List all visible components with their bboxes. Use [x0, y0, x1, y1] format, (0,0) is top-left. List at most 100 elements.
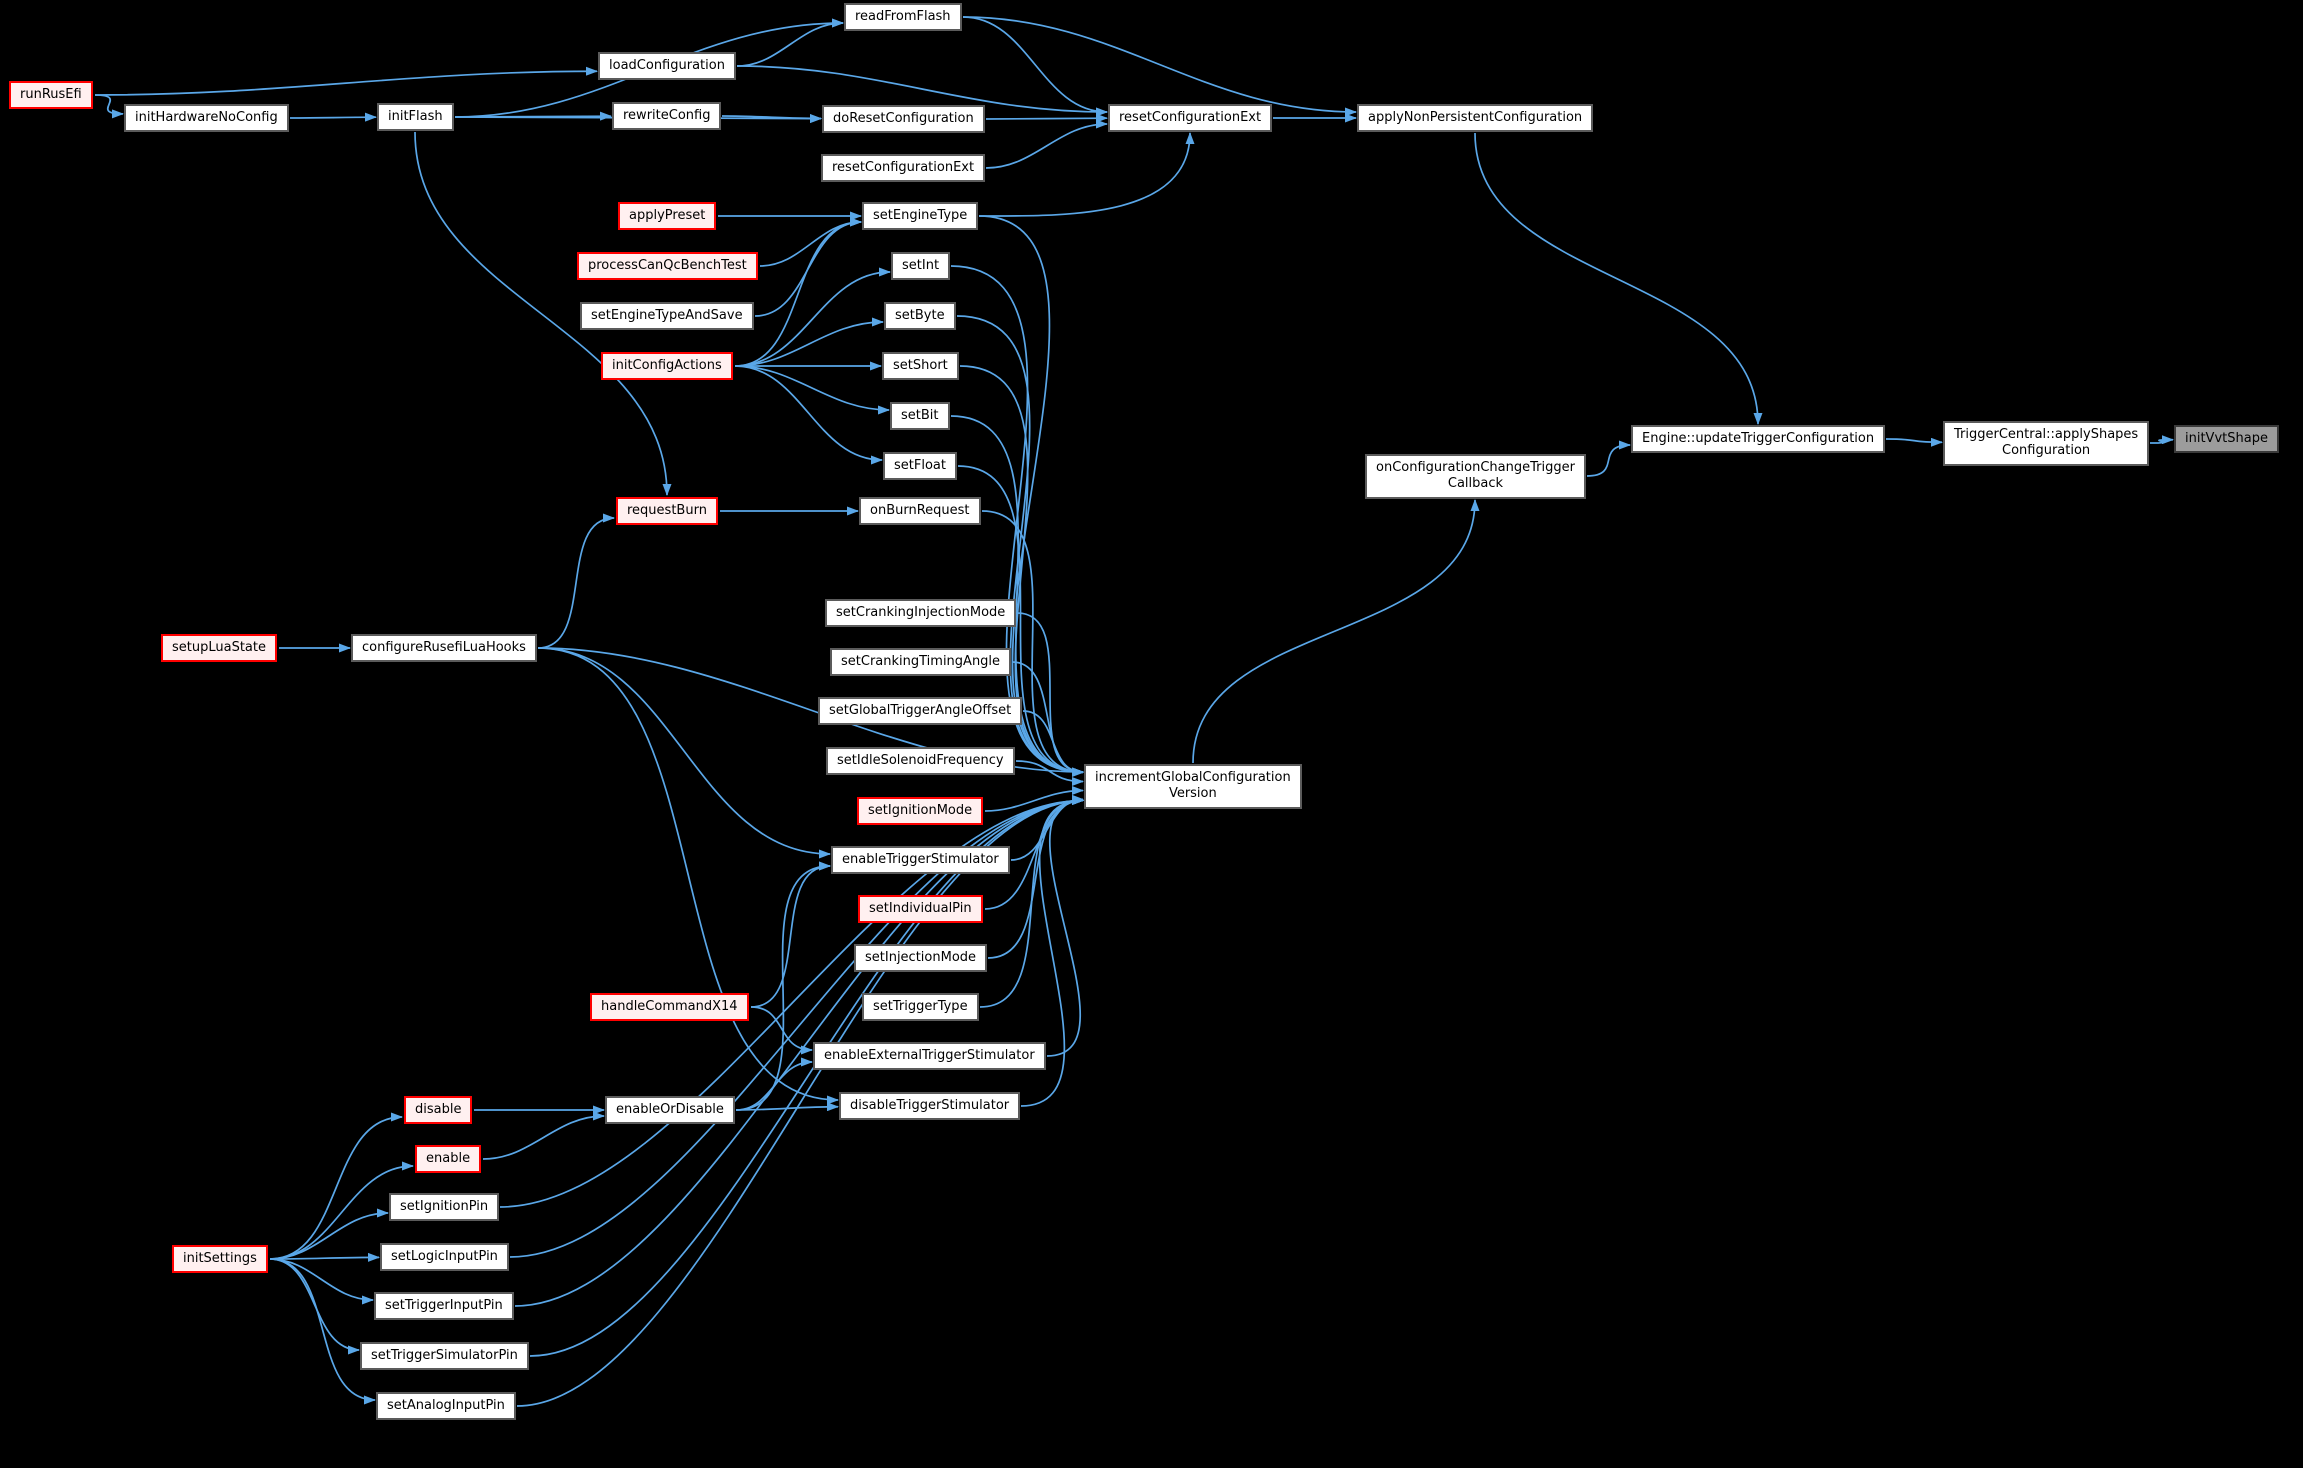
edge-initFlash--requestBurn — [414, 131, 672, 496]
node-enable[interactable]: enable — [415, 1145, 482, 1174]
node-resetConfigurationExt[interactable]: resetConfigurationExt — [1109, 105, 1272, 132]
edge-enableExternalTriggerStimulator--incrementGlobalConfigurationVersion — [1046, 796, 1084, 1057]
node-setByte[interactable]: setByte — [885, 303, 955, 330]
node-onConfigurationChangeTriggerCallback[interactable]: onConfigurationChangeTrigger Callback — [1366, 455, 1585, 498]
edge-Engine-updateTriggerConfiguration--TriggerCentral-applyShapesConfiguration — [1885, 437, 1943, 447]
edge-loadConfiguration--resetConfigurationExt — [736, 65, 1108, 117]
node-initFlash[interactable]: initFlash — [378, 104, 453, 131]
node-readFromFlash[interactable]: readFromFlash — [845, 4, 961, 31]
edge-initSettings--setLogicInputPin — [269, 1252, 380, 1262]
edge-initHardwareNoConfig--initFlash — [289, 112, 377, 122]
edge-readFromFlash--resetConfigurationExt — [962, 16, 1108, 117]
node-setTriggerSimulatorPin[interactable]: setTriggerSimulatorPin — [361, 1343, 528, 1370]
edge-setEngineType--resetConfigurationExt — [978, 132, 1195, 217]
node-applyNonPersistentConfiguration[interactable]: applyNonPersistentConfiguration — [1358, 105, 1593, 132]
node-enableExternalTriggerStimulator[interactable]: enableExternalTriggerStimulator — [814, 1043, 1045, 1070]
edge-incrementGlobalConfigurationVersion--onConfigurationChangeTriggerCallback — [1192, 499, 1480, 764]
edge-TriggerCentral-applyShapesConfiguration--initVvtShape — [2149, 435, 2174, 445]
edge-initSettings--setTriggerInputPin — [269, 1258, 374, 1305]
edge-doResetConfiguration--resetConfigurationExt — [985, 113, 1108, 123]
node-runRusEfi[interactable]: runRusEfi — [9, 81, 93, 110]
node-setBit[interactable]: setBit — [891, 403, 949, 430]
edge-setAnalogInputPin--incrementGlobalConfigurationVersion — [516, 796, 1084, 1407]
node-processCanQcBenchTest[interactable]: processCanQcBenchTest — [577, 252, 758, 281]
edge-initConfigActions--setByte — [734, 317, 884, 367]
edge-rewriteConfig--doResetConfiguration — [721, 113, 822, 123]
edge-setCrankingInjectionMode--incrementGlobalConfigurationVersion — [1016, 612, 1084, 777]
node-setEngineTypeAndSave[interactable]: setEngineTypeAndSave — [581, 303, 753, 330]
edge-setTriggerType--incrementGlobalConfigurationVersion — [979, 796, 1084, 1008]
edge-handleCommandX14--enableTriggerStimulator — [750, 861, 831, 1008]
edge-initConfigActions--setFloat — [734, 365, 883, 465]
edge-loadConfiguration--readFromFlash — [736, 18, 844, 67]
node-disableTriggerStimulator[interactable]: disableTriggerStimulator — [840, 1093, 1020, 1120]
edge-setFloat--incrementGlobalConfigurationVersion — [957, 465, 1084, 777]
node-doResetConfiguration[interactable]: doResetConfiguration — [823, 106, 984, 133]
node-setCrankingTimingAngle[interactable]: setCrankingTimingAngle — [831, 649, 1011, 676]
edge-resetConfigurationExt2--resetConfigurationExt — [985, 119, 1108, 169]
node-setInt[interactable]: setInt — [892, 253, 950, 280]
edge-initConfigActions--setInt — [734, 267, 891, 367]
edge-initSettings--setIgnitionPin — [269, 1208, 389, 1260]
edge-onConfigurationChangeTriggerCallback--Engine-updateTriggerConfiguration — [1586, 440, 1631, 477]
node-setCrankingInjectionMode[interactable]: setCrankingInjectionMode — [826, 600, 1016, 627]
node-initConfigActions[interactable]: initConfigActions — [601, 352, 733, 381]
edge-initConfigActions--setBit — [734, 365, 890, 415]
node-resetConfigurationExt2[interactable]: resetConfigurationExt — [822, 155, 985, 182]
node-configureRusefiLuaHooks[interactable]: configureRusefiLuaHooks — [352, 635, 536, 662]
edge-initSettings--setAnalogInputPin — [269, 1258, 376, 1405]
node-setIgnitionMode[interactable]: setIgnitionMode — [857, 797, 984, 826]
edge-setShort--incrementGlobalConfigurationVersion — [959, 365, 1084, 777]
edge-disableTriggerStimulator--incrementGlobalConfigurationVersion — [1020, 796, 1084, 1107]
node-handleCommandX14[interactable]: handleCommandX14 — [590, 993, 749, 1022]
edge-setIgnitionMode--incrementGlobalConfigurationVersion — [984, 786, 1084, 812]
node-incrementGlobalConfigurationVersion[interactable]: incrementGlobalConfiguration Version — [1085, 765, 1301, 808]
node-applyPreset[interactable]: applyPreset — [618, 202, 717, 231]
edge-readFromFlash--applyNonPersistentConfiguration — [962, 16, 1357, 117]
edge-processCanQcBenchTest--setEngineType — [759, 217, 862, 267]
node-setIgnitionPin[interactable]: setIgnitionPin — [390, 1194, 499, 1221]
node-loadConfiguration[interactable]: loadConfiguration — [599, 53, 735, 80]
edge-onBurnRequest--incrementGlobalConfigurationVersion — [981, 510, 1084, 777]
node-setEngineType[interactable]: setEngineType — [863, 203, 978, 230]
node-setFloat[interactable]: setFloat — [884, 453, 956, 480]
node-disable[interactable]: disable — [404, 1096, 473, 1125]
node-enableOrDisable[interactable]: enableOrDisable — [606, 1097, 734, 1124]
edge-configureRusefiLuaHooks--enableTriggerStimulator — [537, 647, 831, 859]
node-onBurnRequest[interactable]: onBurnRequest — [860, 498, 980, 525]
edge-setIdleSolenoidFrequency--incrementGlobalConfigurationVersion — [1015, 760, 1084, 786]
node-enableTriggerStimulator[interactable]: enableTriggerStimulator — [832, 847, 1009, 874]
edge-initSettings--disable — [269, 1112, 403, 1260]
edge-initConfigActions--setEngineType — [734, 217, 862, 367]
node-initSettings[interactable]: initSettings — [172, 1245, 268, 1274]
edge-runRusEfi--initHardwareNoConfig — [94, 94, 124, 119]
node-setAnalogInputPin[interactable]: setAnalogInputPin — [377, 1393, 515, 1420]
edge-configureRusefiLuaHooks--requestBurn — [537, 513, 615, 649]
node-setInjectionMode[interactable]: setInjectionMode — [855, 945, 987, 972]
edge-runRusEfi--loadConfiguration — [94, 66, 598, 96]
edge-setTriggerInputPin--incrementGlobalConfigurationVersion — [514, 796, 1084, 1307]
edge-setEngineType--incrementGlobalConfigurationVersion — [978, 215, 1084, 777]
edge-setByte--incrementGlobalConfigurationVersion — [956, 315, 1084, 777]
edge-setBit--incrementGlobalConfigurationVersion — [950, 415, 1084, 777]
edge-configureRusefiLuaHooks--disableTriggerStimulator — [537, 647, 839, 1105]
node-TriggerCentral-applyShapesConfiguration[interactable]: TriggerCentral::applyShapes Configuratio… — [1944, 422, 2149, 465]
node-setupLuaState[interactable]: setupLuaState — [161, 634, 277, 663]
node-requestBurn[interactable]: requestBurn — [616, 497, 718, 526]
node-Engine-updateTriggerConfiguration[interactable]: Engine::updateTriggerConfiguration — [1632, 426, 1885, 453]
edge-setLogicInputPin--incrementGlobalConfigurationVersion — [509, 796, 1084, 1258]
node-rewriteConfig[interactable]: rewriteConfig — [613, 103, 721, 130]
node-setLogicInputPin[interactable]: setLogicInputPin — [381, 1244, 508, 1271]
node-setGlobalTriggerAngleOffset[interactable]: setGlobalTriggerAngleOffset — [819, 698, 1022, 725]
node-setIdleSolenoidFrequency[interactable]: setIdleSolenoidFrequency — [827, 748, 1014, 775]
node-setIndividualPin[interactable]: setIndividualPin — [858, 895, 983, 924]
edge-setGlobalTriggerAngleOffset--incrementGlobalConfigurationVersion — [1022, 710, 1084, 777]
node-initHardwareNoConfig[interactable]: initHardwareNoConfig — [125, 105, 288, 132]
node-setTriggerType[interactable]: setTriggerType — [863, 994, 978, 1021]
edge-enable--enableOrDisable — [482, 1111, 605, 1160]
node-setShort[interactable]: setShort — [883, 353, 958, 380]
edge-setInjectionMode--incrementGlobalConfigurationVersion — [987, 796, 1084, 959]
edge-setIgnitionPin--incrementGlobalConfigurationVersion — [499, 796, 1084, 1208]
node-setTriggerInputPin[interactable]: setTriggerInputPin — [375, 1293, 513, 1320]
